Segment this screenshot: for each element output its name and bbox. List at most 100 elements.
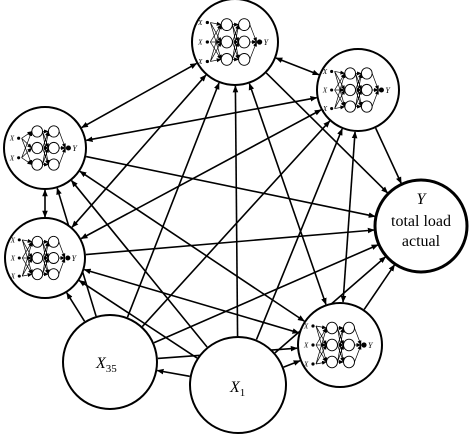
input-neuron xyxy=(205,59,209,64)
input-label: X xyxy=(322,87,328,95)
input-label: X xyxy=(10,273,16,281)
output-label: Y xyxy=(368,341,374,350)
arrow-x35-to-lower-left xyxy=(66,292,86,322)
input-label: X xyxy=(322,68,328,76)
input-label: X xyxy=(197,39,203,47)
input-label: X xyxy=(322,105,328,113)
neuron xyxy=(326,338,338,352)
subnetwork-connections xyxy=(210,21,258,63)
subnetwork-bottom-right: X X X Y xyxy=(297,302,383,388)
input-neuron xyxy=(205,20,209,25)
x1-sub: 1 xyxy=(240,387,246,399)
neuron xyxy=(360,83,373,97)
input-label: X xyxy=(10,255,16,263)
neuron xyxy=(31,125,44,138)
input-neuron xyxy=(330,106,334,111)
arrow-x1-to-top xyxy=(232,85,239,337)
arrow-upper-right-to-out xyxy=(374,127,402,184)
neuron xyxy=(360,67,373,80)
input-label: X xyxy=(197,58,203,66)
link-top-lower-left xyxy=(71,74,207,228)
input-label: X xyxy=(303,323,309,331)
output-label: Y xyxy=(385,86,391,95)
neuron xyxy=(326,321,338,335)
neuron xyxy=(343,321,355,335)
x35-base: X xyxy=(95,355,107,372)
neuron xyxy=(220,53,233,66)
link-upper-left-bottom-right xyxy=(79,170,305,322)
subnetwork-lower-left: X X X Y xyxy=(4,217,86,299)
output-node: Y total load actual xyxy=(373,178,469,274)
input-neuron xyxy=(330,69,334,74)
svg-text:X35: X35 xyxy=(95,355,117,375)
subnetwork-upper-left: XXY xyxy=(3,106,87,190)
input-label: X xyxy=(9,135,15,143)
input-neuron xyxy=(205,40,209,44)
subnetwork-connections xyxy=(21,238,66,278)
input-neuron xyxy=(17,256,21,260)
neuron xyxy=(343,355,355,369)
input-label: X xyxy=(303,361,309,369)
neuron xyxy=(47,125,60,138)
link-top-upper-left xyxy=(81,62,198,129)
neuron xyxy=(344,100,357,113)
output-line-1: total load xyxy=(391,213,451,230)
arrow-upper-left-to-out xyxy=(85,155,376,218)
neuron xyxy=(31,252,44,264)
input-node-x1: X1 xyxy=(189,336,287,434)
x35-sub: 35 xyxy=(106,363,118,375)
output-symbol: Y xyxy=(417,191,428,208)
input-node-x35: X35 xyxy=(62,314,158,410)
output-neuron xyxy=(256,39,263,45)
input-label: X xyxy=(303,342,309,350)
neuron xyxy=(238,18,251,31)
neuron xyxy=(326,355,338,369)
output-label: Y xyxy=(72,254,78,263)
subnetwork-upper-right: X X X Y xyxy=(316,48,400,132)
neuron xyxy=(344,67,357,80)
input-label: X xyxy=(10,236,16,244)
input-label: X xyxy=(197,19,203,27)
arrow-x1-to-x35 xyxy=(156,368,190,378)
arrow-bottom-right-to-out xyxy=(363,264,396,310)
output-line-2: actual xyxy=(402,233,441,250)
neuron xyxy=(31,158,44,171)
input-neuron xyxy=(17,156,21,160)
subnetwork-connections xyxy=(21,129,66,167)
link-lower-left-bottom-right xyxy=(83,268,300,334)
output-label: Y xyxy=(72,144,78,153)
neuron xyxy=(47,141,60,155)
neuron xyxy=(47,252,60,264)
input-neuron xyxy=(311,362,315,366)
input-neuron xyxy=(311,343,315,347)
neuron xyxy=(47,268,60,281)
link-upper-right-bottom-right xyxy=(340,131,358,303)
input-neuron xyxy=(17,238,21,242)
x1-base: X xyxy=(229,379,241,396)
neuron xyxy=(31,268,44,281)
subnetwork-connections xyxy=(334,70,379,110)
neuron xyxy=(344,83,357,97)
input-neuron xyxy=(311,324,315,328)
link-upper-left-upper-right xyxy=(85,96,318,142)
svg-text:X1: X1 xyxy=(229,379,245,399)
subnetwork-connections xyxy=(315,325,362,365)
neuron xyxy=(47,235,60,248)
input-neuron xyxy=(17,274,21,278)
link-top-upper-right xyxy=(275,57,320,76)
input-neuron xyxy=(17,136,21,140)
neuron xyxy=(31,235,44,248)
input-neuron xyxy=(330,88,334,92)
arrow-x1-to-bottom-right xyxy=(283,359,301,368)
neuron xyxy=(31,141,44,155)
link-top-bottom-right xyxy=(248,82,327,306)
output-neuron xyxy=(65,145,71,151)
output-neuron xyxy=(361,342,367,348)
neuron xyxy=(238,35,251,49)
neuron xyxy=(360,100,373,113)
neuron xyxy=(343,338,355,352)
neuron xyxy=(220,18,233,31)
